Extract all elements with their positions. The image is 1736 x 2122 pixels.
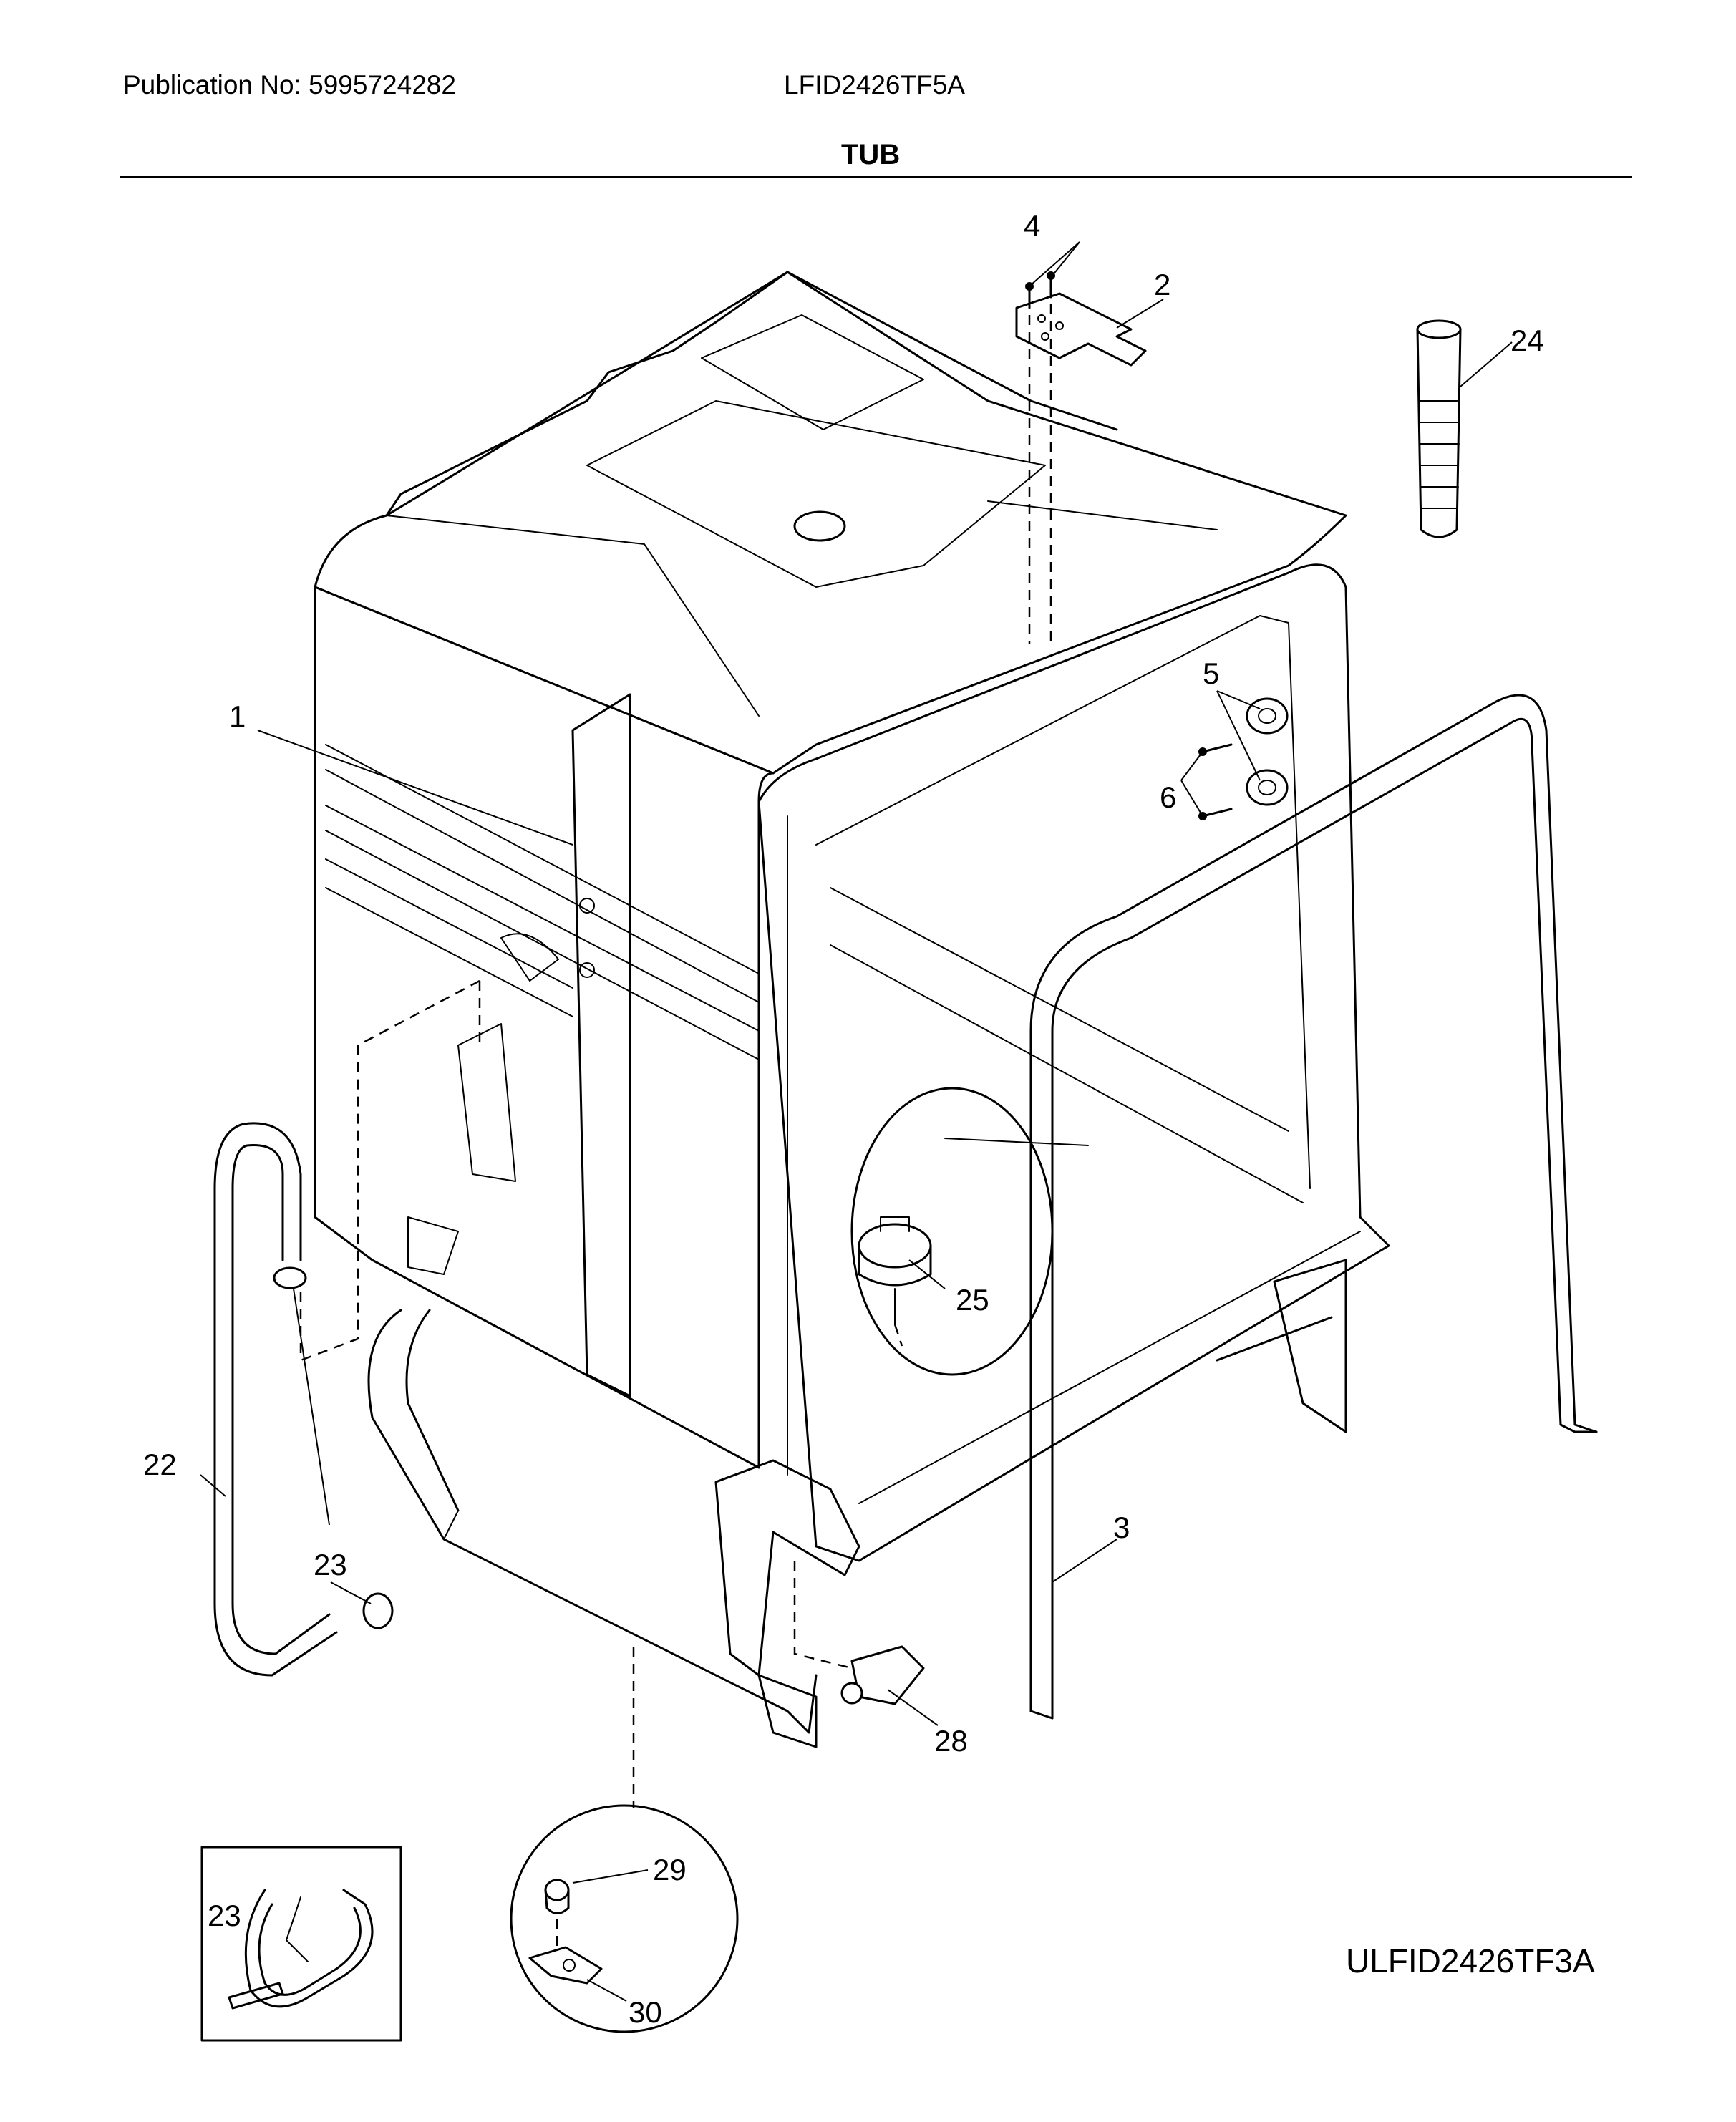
model-number: LFID2426TF5A — [784, 70, 965, 100]
callout-23-detail: 23 — [208, 1899, 241, 1932]
publication-number: Publication No: 5995724282 — [123, 70, 456, 100]
fill-tube — [1416, 319, 1462, 538]
callout-23: 23 — [314, 1548, 347, 1581]
header-divider — [120, 176, 1632, 178]
section-title: TUB — [841, 139, 901, 170]
hose-clamp-upper — [273, 1266, 307, 1289]
hinge-bracket — [1015, 292, 1147, 367]
door-seal — [1029, 694, 1598, 1720]
callout-24: 24 — [1510, 324, 1544, 357]
callout-28: 28 — [934, 1724, 968, 1758]
callout-3: 3 — [1113, 1511, 1130, 1544]
callout-labels: 1 2 3 4 5 6 22 23 23 24 25 28 29 30 — [143, 209, 1544, 2029]
grommets — [1246, 697, 1289, 806]
callout-5: 5 — [1203, 657, 1219, 690]
callout-4: 4 — [1024, 209, 1040, 243]
callout-22: 22 — [143, 1448, 177, 1481]
door-switch — [840, 1645, 925, 1705]
clamp-detail-box — [200, 1846, 402, 2042]
callout-1: 1 — [229, 699, 246, 733]
screws — [1198, 743, 1233, 820]
callout-25: 25 — [956, 1283, 989, 1317]
detail-circle — [510, 1804, 739, 2033]
float — [858, 1216, 932, 1325]
callout-30: 30 — [629, 1995, 662, 2029]
hose-clamp-lower — [362, 1592, 394, 1629]
drain-hose — [213, 1122, 338, 1677]
tub-body — [314, 271, 1390, 1748]
callout-6: 6 — [1160, 780, 1176, 814]
callout-2: 2 — [1154, 268, 1170, 301]
callout-29: 29 — [653, 1853, 687, 1886]
leader-lines — [200, 241, 1513, 2002]
diagram-code: ULFID2426TF3A — [1346, 1942, 1595, 1980]
